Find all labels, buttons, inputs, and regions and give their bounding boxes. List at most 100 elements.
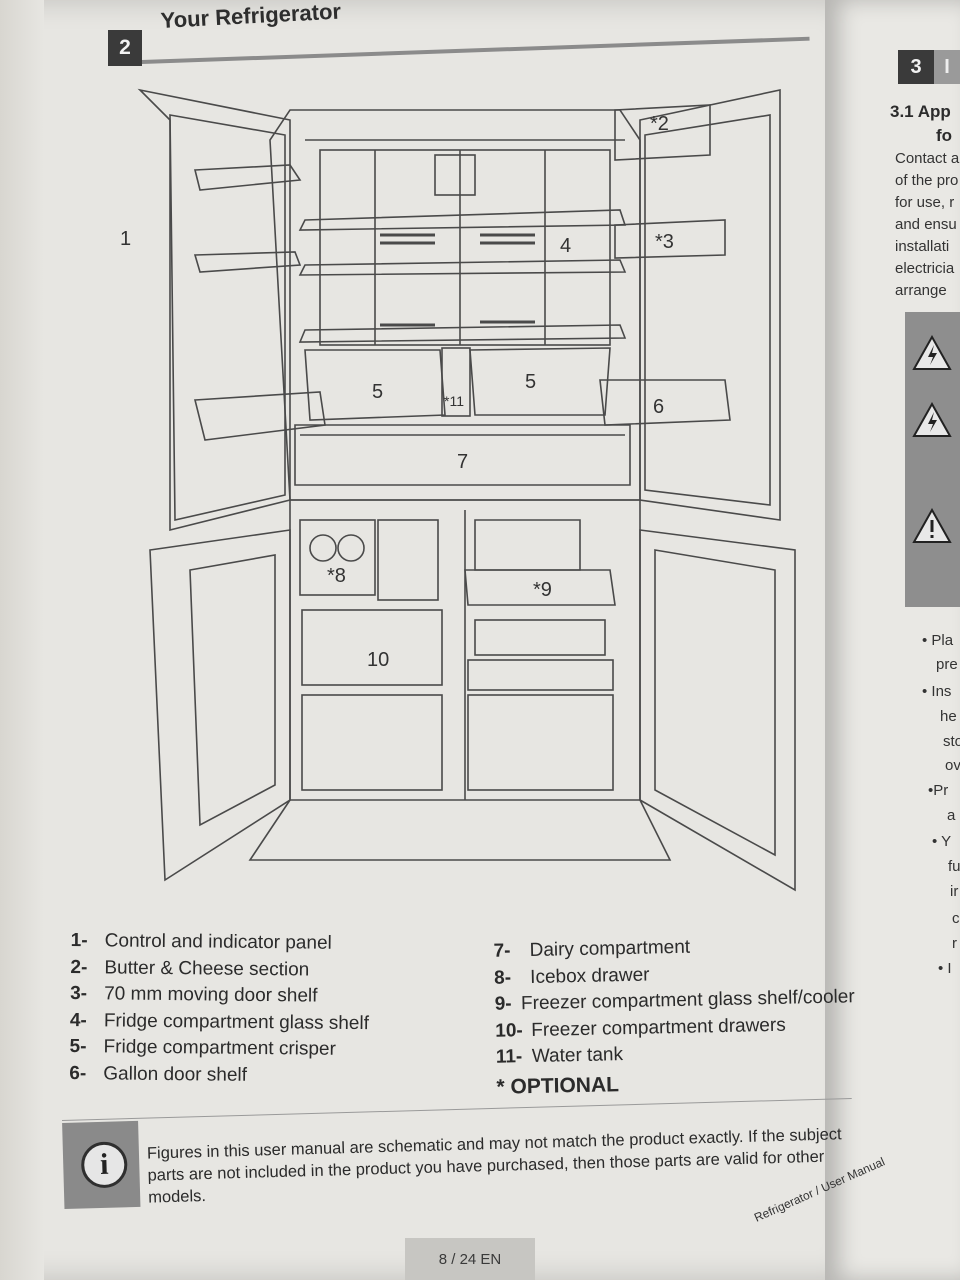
diagram-label-5-left: 5 — [372, 381, 383, 403]
legend-number: 3- — [70, 983, 88, 1005]
right-text-line: installati — [895, 238, 950, 255]
electric-warning-icon — [912, 335, 952, 370]
icebox-drawer — [299, 519, 376, 596]
door-bin-left — [193, 251, 302, 273]
right-upper-door — [639, 89, 781, 521]
right-bullet-text: • Pla — [922, 632, 954, 649]
info-icon: i — [80, 1141, 128, 1189]
page-number: 8 / 24 EN — [405, 1238, 535, 1280]
right-bullet-text: a — [947, 807, 956, 824]
freezer-drawer-left-bottom — [301, 694, 443, 791]
legend-right-column: 7- Dairy compartment 8- Icebox drawer 9- Fr… — [493, 931, 856, 1099]
crisper-right — [469, 347, 611, 416]
dairy-compartment — [294, 424, 631, 486]
freezer-glass-shelf — [464, 569, 616, 606]
glass-shelf-bottom — [298, 324, 627, 343]
legend-text: Dairy compartment — [529, 936, 691, 962]
legend-left-column: 1- Control and indicator panel 2- Butter &… — [69, 928, 451, 1091]
freezer-drawer-right-bottom — [467, 694, 614, 791]
legend-text: Icebox drawer — [529, 964, 650, 988]
diagram-label-1: 1 — [120, 228, 131, 250]
legend-item: 2- Butter & Cheese section — [70, 955, 450, 985]
legend-number: 4- — [69, 1009, 87, 1031]
legend-item: 6- Gallon door shelf — [69, 1061, 449, 1091]
glass-shelf-middle — [298, 259, 627, 276]
door-bin-left-low — [193, 391, 326, 441]
right-bullet-text: sto — [943, 733, 960, 750]
right-bullet-text: he — [940, 708, 957, 725]
right-bullet-text: c — [952, 910, 960, 927]
refrigerator-diagram: 1 *2 *3 4 5 5 6 7 *8 *9 10 *11 — [110, 80, 810, 900]
diagram-label-8: *8 — [327, 565, 346, 587]
legend-item: 1- Control and indicator panel — [71, 928, 451, 958]
legend-text: Gallon door shelf — [103, 1063, 248, 1086]
fridge-cabinet — [269, 109, 641, 501]
legend-item: 5- Fridge compartment crisper — [69, 1034, 449, 1064]
door-shelf-upper-left — [193, 164, 302, 191]
right-text-line: electricia — [895, 260, 955, 277]
gallon-door-shelf — [599, 379, 731, 426]
legend-number: 10- — [495, 1019, 523, 1042]
chapter-number-badge: 2 — [108, 30, 142, 66]
legend-item: 3- 70 mm moving door shelf — [70, 981, 450, 1011]
legend-text: Fridge compartment crisper — [103, 1036, 336, 1061]
right-lower-door — [639, 529, 796, 892]
legend-item: 4- Fridge compartment glass shelf — [70, 1008, 450, 1038]
freezer-drawer-left-top — [301, 609, 443, 686]
legend-number: 5- — [69, 1036, 87, 1058]
glass-shelf-top — [298, 209, 627, 231]
diagram-label-10: 10 — [367, 649, 389, 671]
legend-number: 9- — [494, 993, 512, 1016]
left-lower-door — [149, 529, 291, 882]
diagram-label-11: *11 — [444, 393, 464, 409]
legend-number: 1- — [70, 930, 88, 952]
right-bullet-text: • Ins — [922, 683, 952, 700]
legend-text: Fridge compartment glass shelf — [103, 1010, 370, 1034]
right-chapter-title-fragment: I — [934, 50, 960, 84]
legend-text: Control and indicator panel — [104, 930, 332, 954]
diagram-label-6: 6 — [653, 396, 664, 418]
butter-cheese-section — [614, 104, 711, 161]
diagram-label-4: 4 — [560, 235, 571, 257]
diagram-label-3: *3 — [655, 231, 674, 253]
refrigerator-line-drawing: 1 *2 *3 4 5 5 6 7 *8 *9 10 *11 — [120, 88, 796, 892]
legend-text: 70 mm moving door shelf — [104, 983, 318, 1007]
legend-number: 8- — [493, 967, 512, 989]
right-bullet-text: • Y — [932, 833, 952, 850]
right-text-line: of the pro — [895, 172, 959, 189]
info-icon-panel: i — [62, 1120, 141, 1209]
right-bullet-text: ov — [945, 757, 960, 774]
manual-page-right — [825, 0, 960, 1280]
legend-text: Water tank — [531, 1044, 624, 1068]
caution-warning-icon — [912, 508, 952, 543]
right-bullet-text: r — [952, 935, 957, 952]
moving-door-shelf — [614, 219, 726, 259]
electric-warning-icon — [912, 402, 952, 437]
diagram-label-2: *2 — [650, 113, 669, 135]
right-bullet-text: ir — [950, 883, 959, 900]
right-text-line: arrange — [895, 282, 947, 299]
right-text-line: for use, r — [895, 194, 955, 211]
water-tank — [441, 347, 471, 417]
right-bullet-text: • I — [938, 960, 952, 977]
right-heading-line: 3.1 App — [890, 102, 951, 121]
crisper-left — [304, 349, 446, 421]
legend-number: 7- — [493, 940, 511, 963]
right-heading-line: fo — [936, 126, 953, 145]
freezer-drawer-right-top — [467, 659, 614, 691]
legend-number: 6- — [69, 1062, 87, 1084]
diagram-label-9: *9 — [533, 579, 552, 601]
legend-number: 2- — [70, 956, 88, 978]
left-upper-door — [137, 88, 291, 532]
right-bullet-text: •Pr — [928, 782, 949, 799]
legend-text: Butter & Cheese section — [104, 957, 310, 981]
right-text-line: Contact a — [895, 150, 960, 167]
diagram-label-5-right: 5 — [525, 371, 536, 393]
right-section-heading: 3.1 App fo — [890, 100, 952, 148]
right-bullet-text: fu — [948, 858, 960, 875]
right-chapter-badge: 3 — [898, 50, 934, 84]
manual-page-left — [0, 0, 870, 1280]
page-edge — [0, 0, 44, 1280]
legend-text: Freezer compartment drawers — [531, 1014, 786, 1041]
fridge-back-wall — [319, 149, 611, 346]
